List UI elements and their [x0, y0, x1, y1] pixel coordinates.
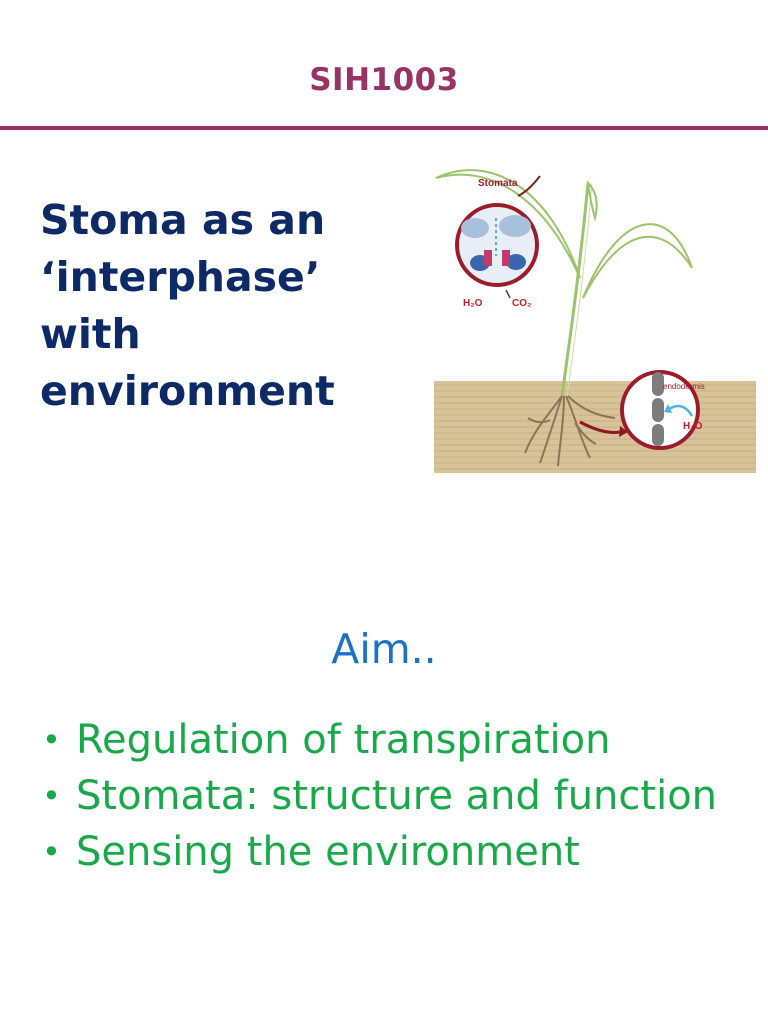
bullet-dot: •	[42, 777, 61, 815]
stomata-pointer	[517, 175, 541, 197]
plant-stem	[560, 182, 590, 397]
title-line-2: ‘interphase’	[40, 253, 321, 301]
header-divider	[0, 126, 768, 130]
bullet-item: • Sensing the environment	[40, 830, 760, 874]
endodermis-circle	[620, 370, 700, 450]
root-arrow	[579, 420, 621, 434]
title-line-1: Stoma as an	[40, 196, 326, 244]
leaf-h2o-label: H₂O	[463, 298, 483, 309]
plant-leaf-left	[435, 169, 581, 279]
bullet-text: Sensing the environment	[76, 829, 580, 875]
plant-leaf-right	[582, 223, 693, 299]
title-line-3: with	[40, 310, 141, 358]
course-code: SIH1003	[309, 62, 459, 98]
bullet-text: Stomata: structure and function	[76, 773, 718, 819]
stomata-label: Stomata	[478, 178, 518, 189]
soil-block	[434, 381, 756, 473]
bullet-item: • Stomata: structure and function	[40, 774, 760, 818]
stomata-circle	[455, 203, 539, 287]
aim-heading: Aim..	[331, 625, 437, 673]
root-h2o-label: H₂O	[683, 421, 703, 432]
bullet-dot: •	[42, 833, 61, 871]
slide-title: Stoma as an ‘interphase’ with environmen…	[40, 192, 420, 420]
endodermis-label: endodermis	[663, 382, 705, 391]
plant-leaf-top	[586, 180, 598, 222]
bullet-dot: •	[42, 721, 61, 759]
aim-bullet-list: • Regulation of transpiration • Stomata:…	[40, 718, 760, 886]
bullet-item: • Regulation of transpiration	[40, 718, 760, 762]
title-line-4: environment	[40, 367, 335, 415]
leaf-co2-label: CO₂	[512, 298, 531, 309]
plant-illustration: Stomata H₂O CO₂ endodermis H₂O	[434, 169, 756, 473]
bullet-text: Regulation of transpiration	[76, 717, 611, 763]
plant-roots	[524, 395, 616, 467]
